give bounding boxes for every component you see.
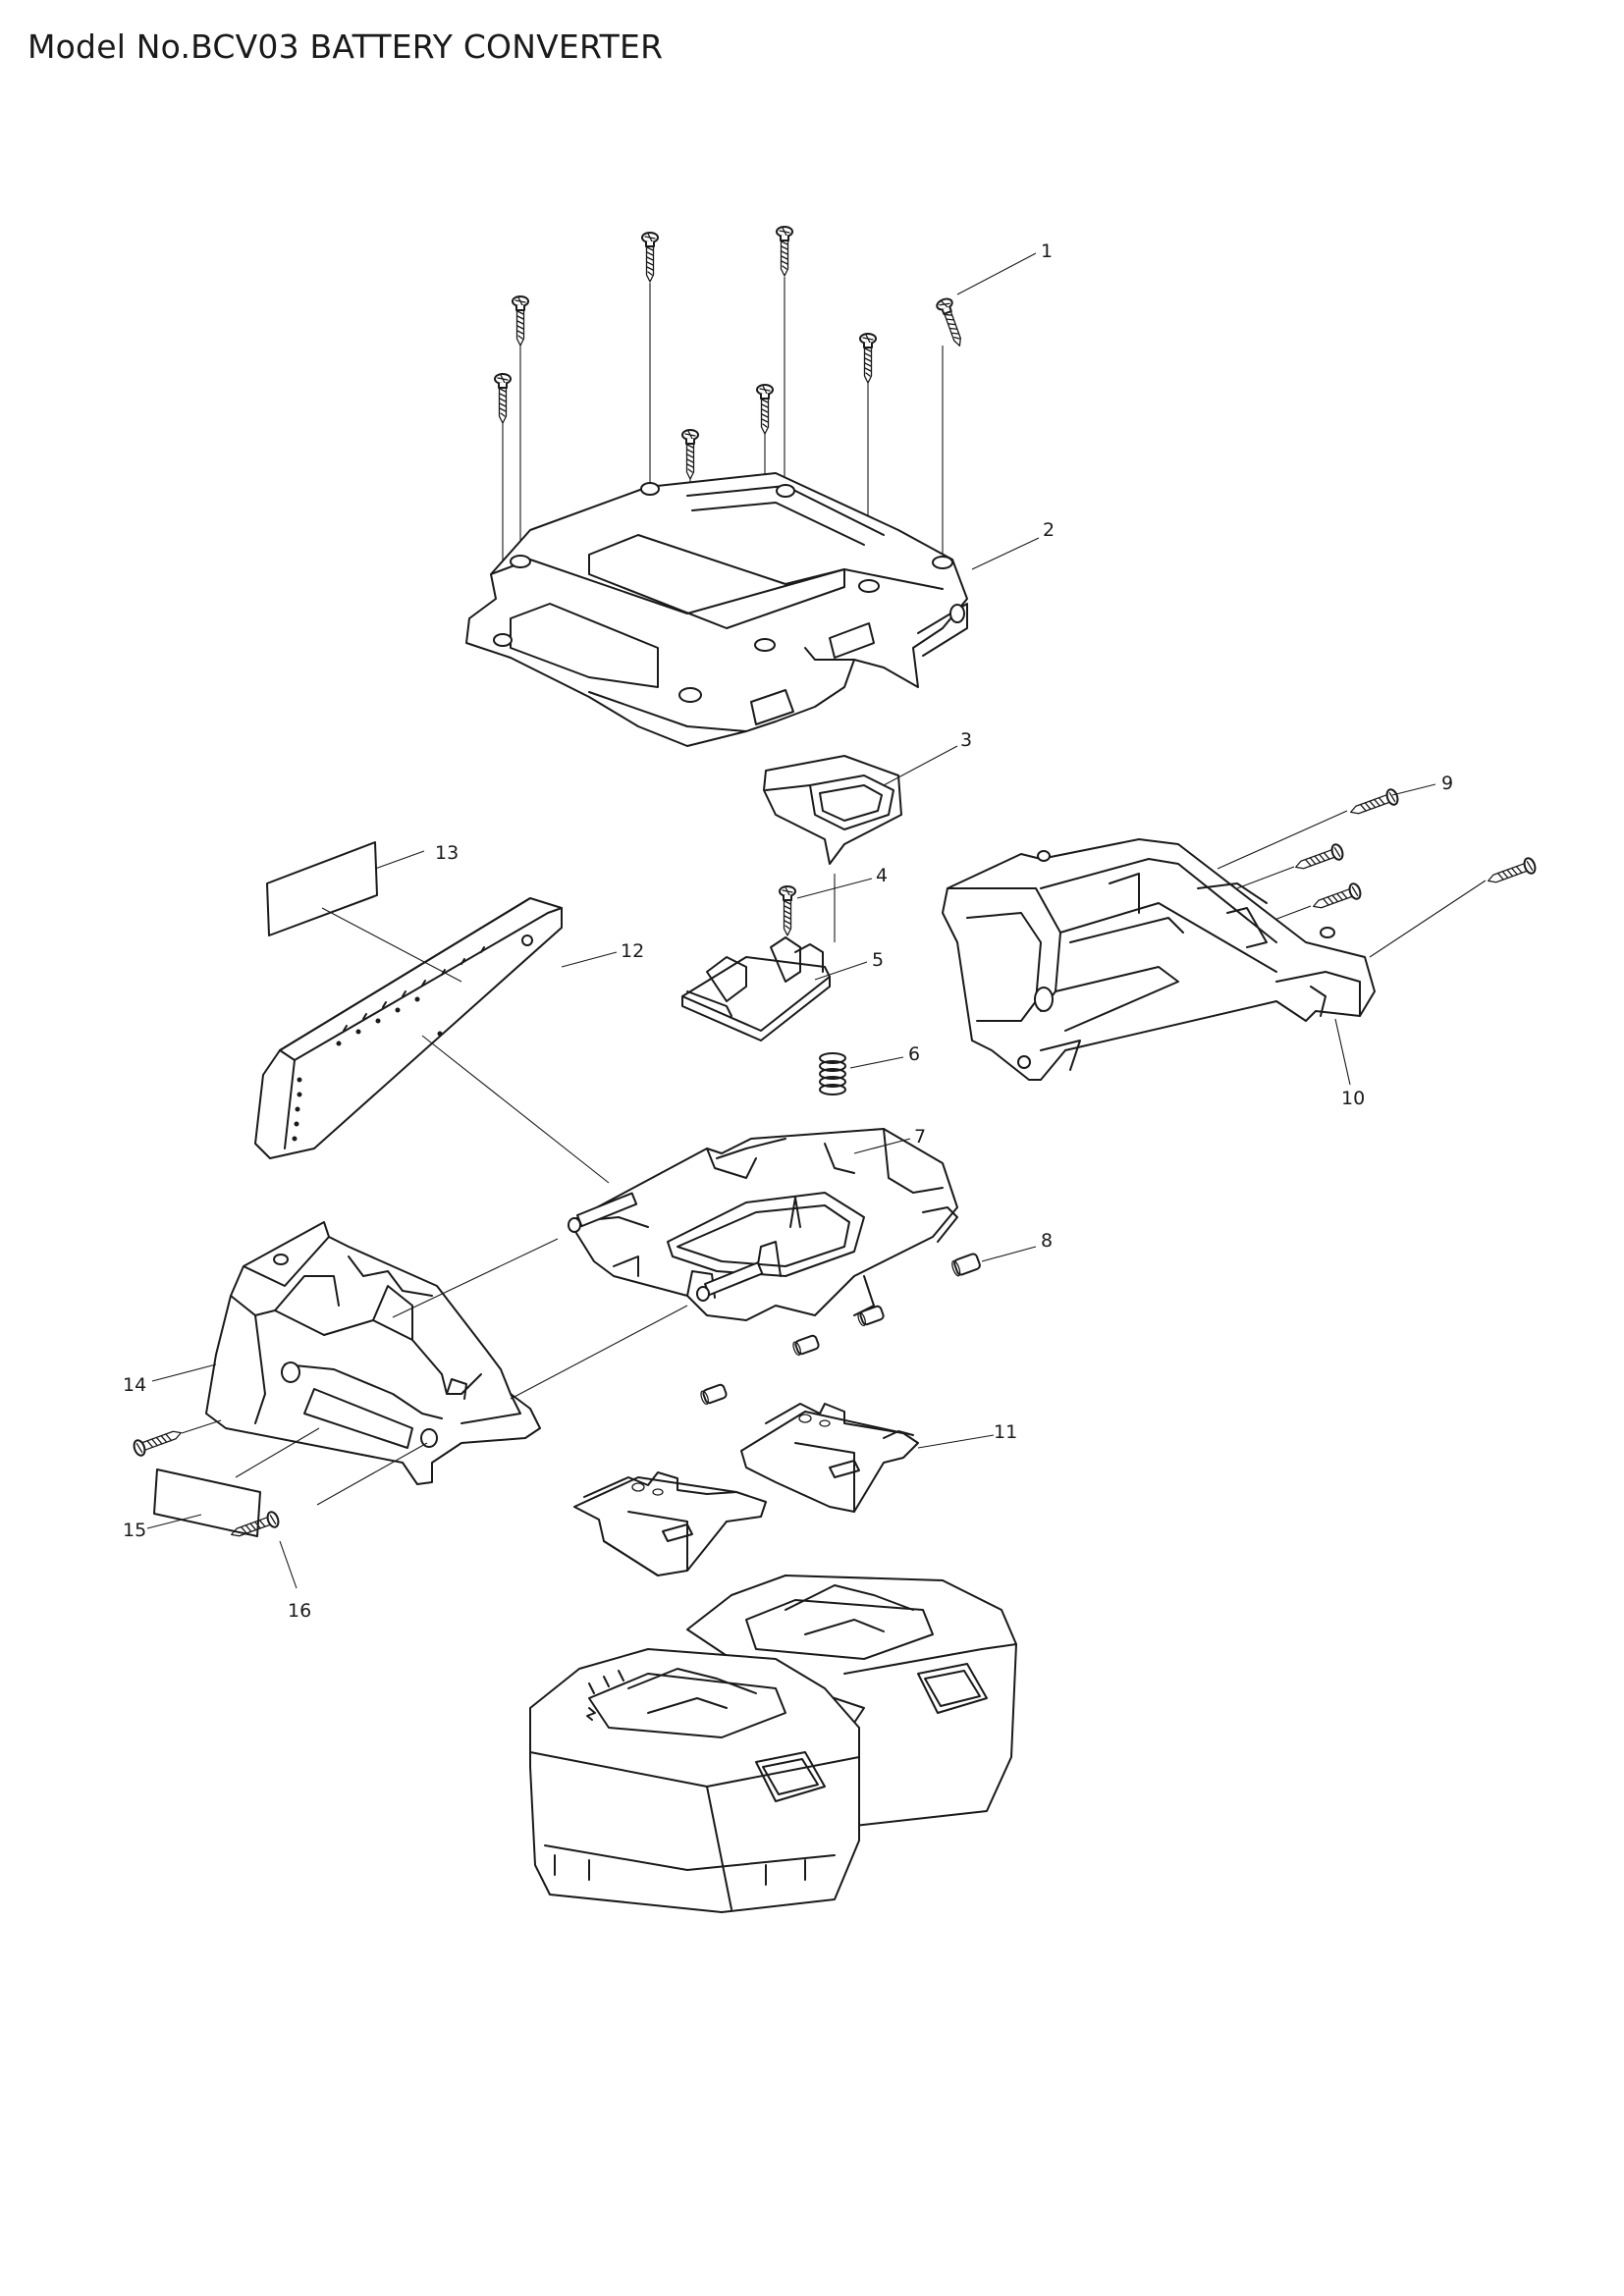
callout-labels: 1 2 3 4 5 6 7 8 9 10 11 12 13 14 15 16	[123, 240, 1453, 1622]
callout-11: 11	[994, 1421, 1017, 1443]
callout-9: 9	[1441, 773, 1453, 794]
callout-6: 6	[908, 1043, 920, 1065]
callout-7: 7	[914, 1126, 926, 1148]
part-6-spring	[819, 1052, 846, 1095]
callout-2: 2	[1043, 519, 1055, 541]
part-10-right-housing	[942, 838, 1376, 1081]
callout-5: 5	[872, 949, 884, 971]
callout-12: 12	[621, 940, 644, 962]
callout-15: 15	[123, 1520, 146, 1541]
part-9-screws	[1217, 786, 1539, 958]
callout-8: 8	[1041, 1230, 1053, 1252]
callout-leaders	[146, 252, 1436, 1589]
part-13-label	[266, 841, 378, 936]
part-5-contact-plate	[681, 936, 831, 1041]
assembly-leaders	[235, 874, 836, 1478]
battery-rear	[686, 1575, 1017, 1846]
part-3-slide-cover	[763, 755, 902, 865]
callout-14: 14	[123, 1374, 146, 1396]
part-8-caps	[700, 1253, 981, 1406]
part-7-inner-frame	[568, 1128, 958, 1321]
part-16-screws	[131, 1419, 428, 1543]
callout-13: 13	[435, 842, 459, 864]
part-4-screw	[779, 885, 796, 936]
part-14-left-housing	[205, 1221, 541, 1485]
part-2-top-cover	[465, 472, 968, 747]
battery-front	[529, 1648, 860, 1913]
callout-16: 16	[288, 1600, 311, 1622]
page-title: Model No.BCV03 BATTERY CONVERTER	[27, 27, 664, 66]
callout-4: 4	[876, 865, 888, 886]
part-11-terminal-holders	[573, 1403, 919, 1576]
part-12-circuit-board	[254, 897, 563, 1159]
part-15-label	[153, 1468, 261, 1537]
callout-1: 1	[1041, 240, 1053, 262]
callout-3: 3	[960, 729, 972, 751]
callout-10: 10	[1341, 1088, 1365, 1109]
